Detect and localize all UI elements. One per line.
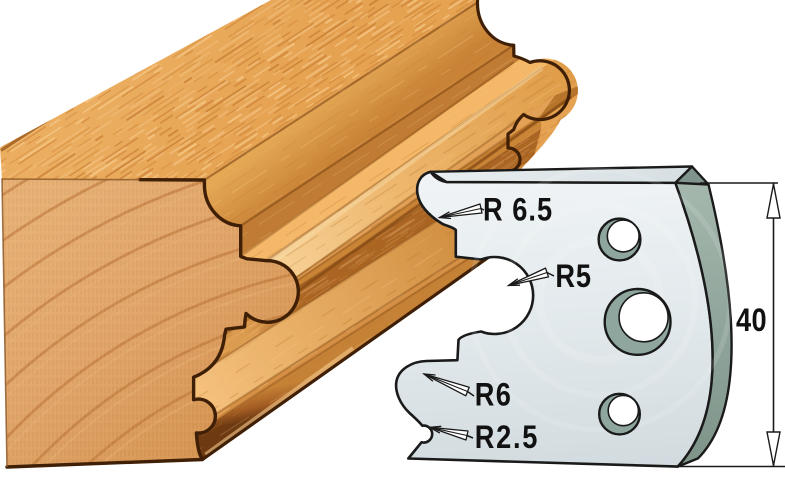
svg-text:R 6.5: R 6.5 <box>483 192 553 228</box>
svg-text:40: 40 <box>736 303 767 339</box>
svg-text:R2.5: R2.5 <box>475 420 539 456</box>
svg-text:R5: R5 <box>555 259 591 295</box>
svg-text:R6: R6 <box>475 377 512 413</box>
